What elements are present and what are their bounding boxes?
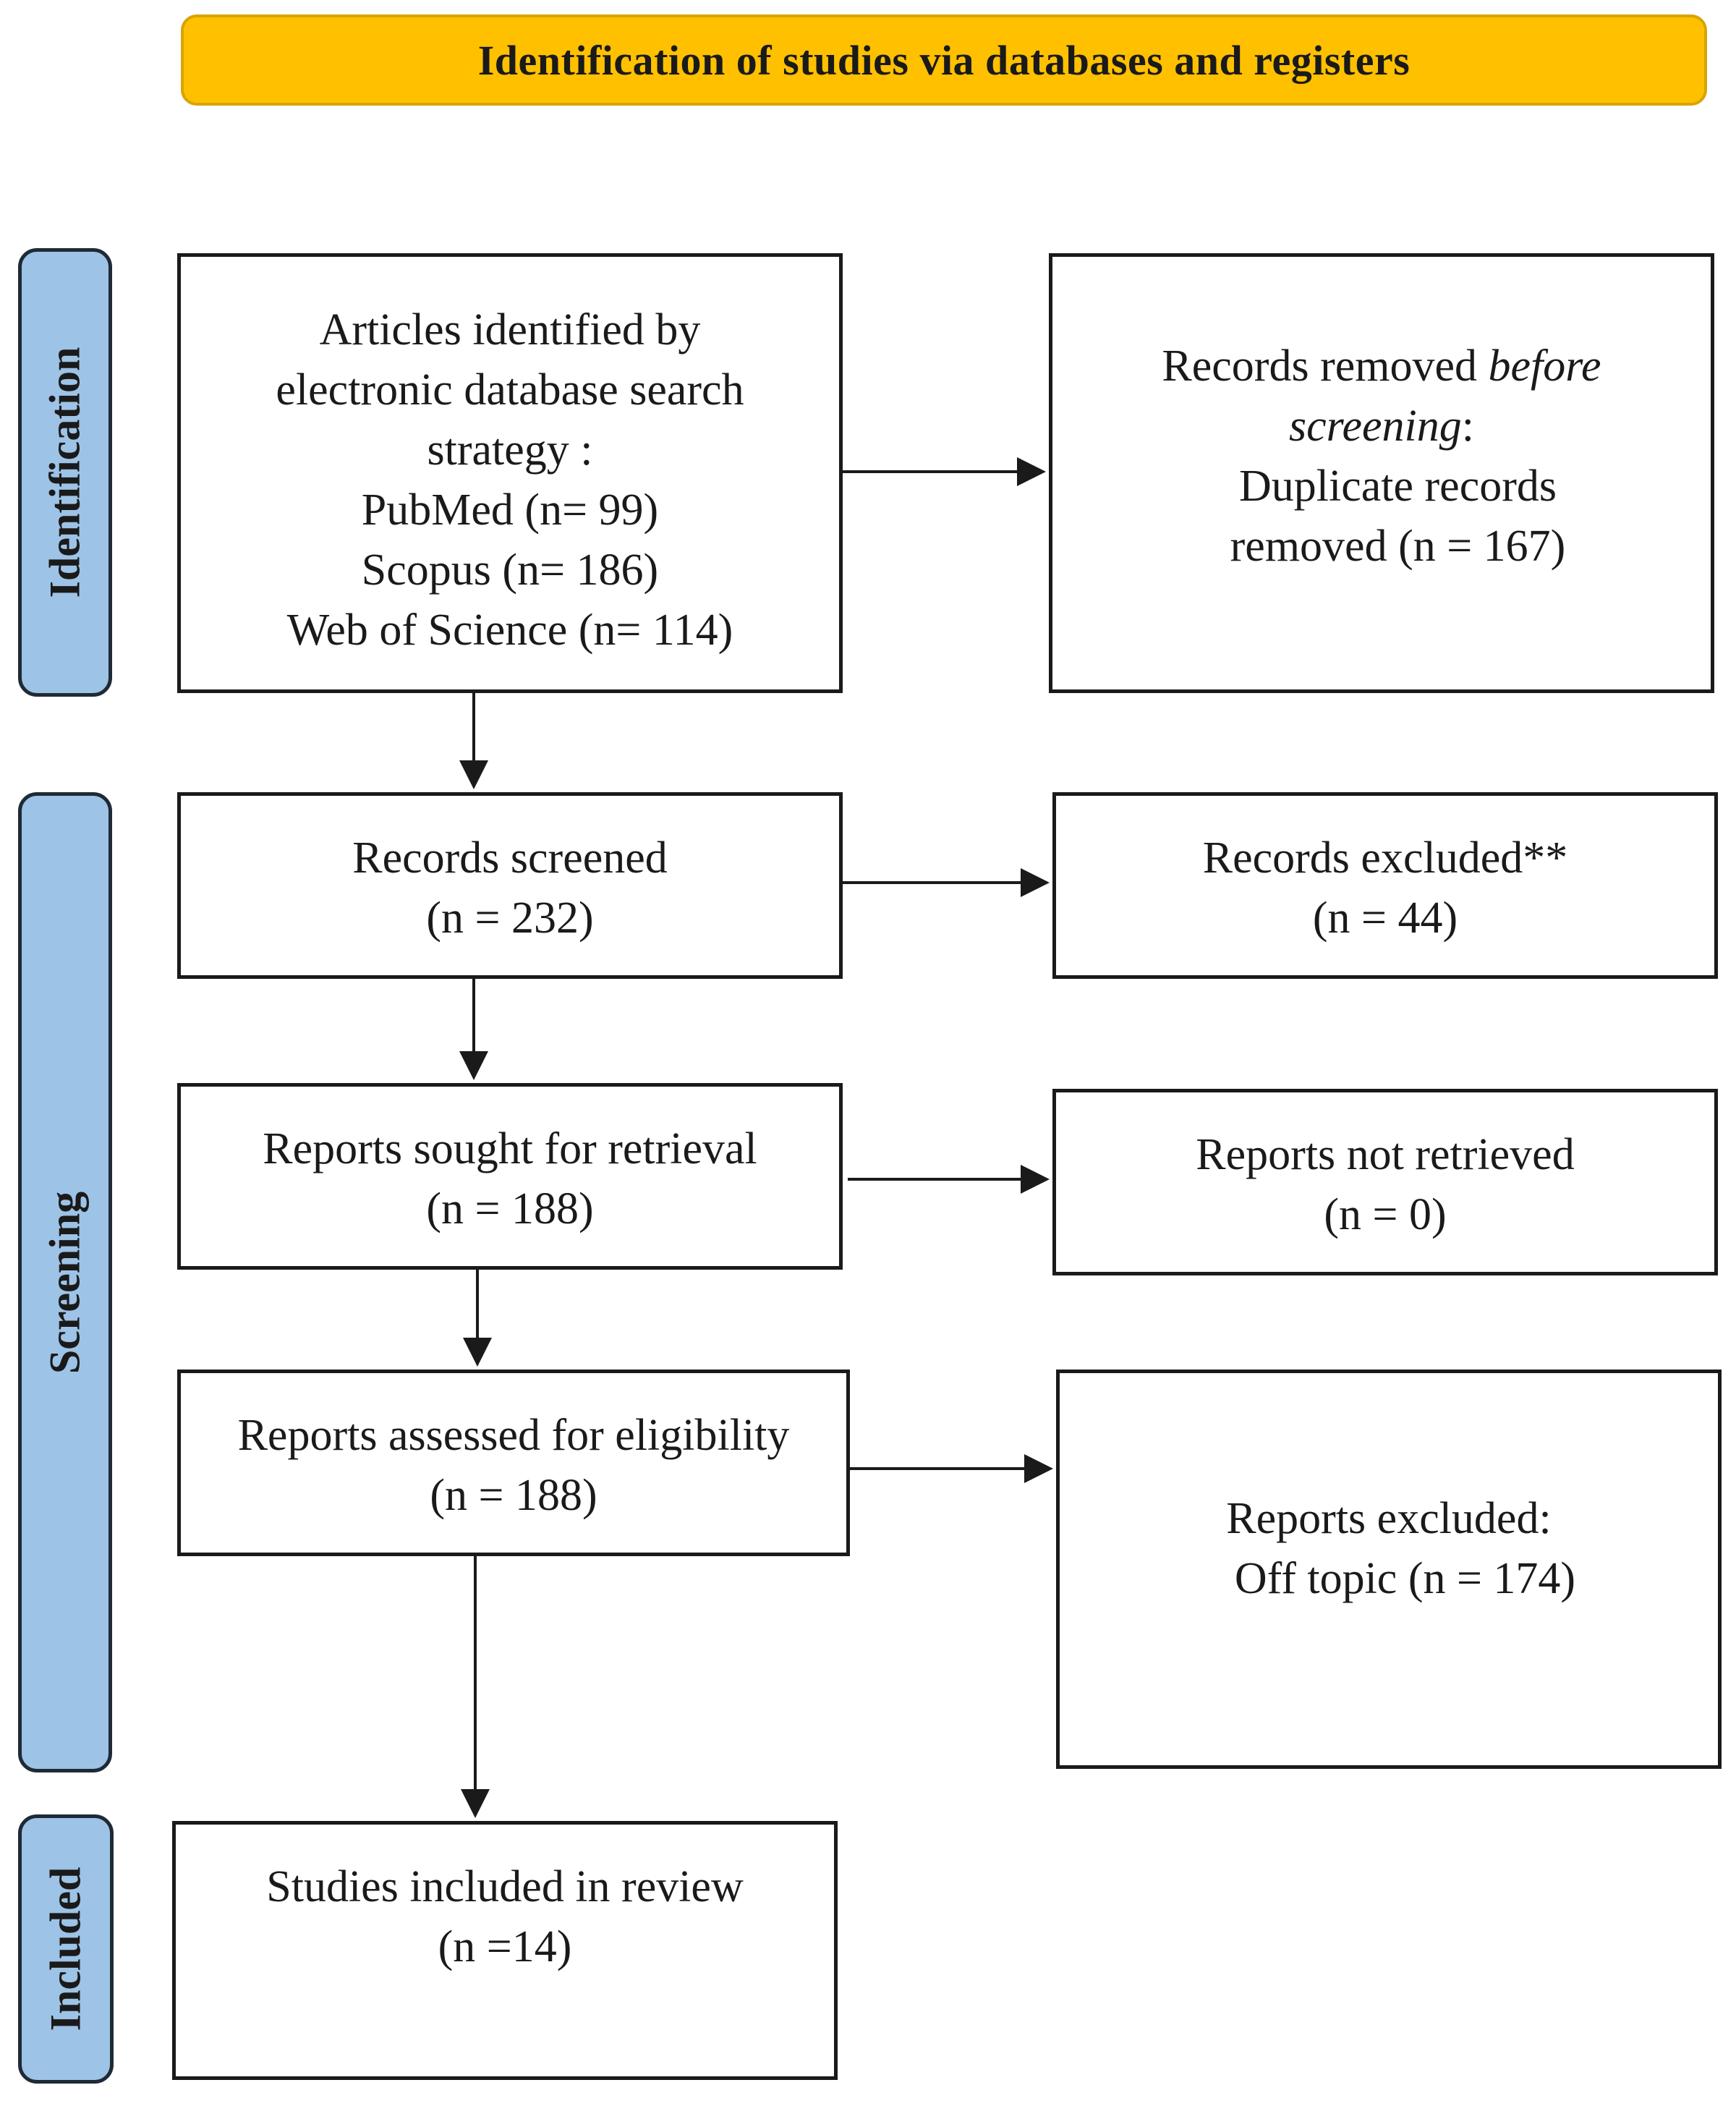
assessed-line-1: Reports assessed for eligibility xyxy=(237,1411,790,1460)
identified-line-2: electronic database search xyxy=(276,365,744,415)
assessed-line-2: (n = 188) xyxy=(430,1471,597,1520)
reports-sought-box: Reports sought for retrieval (n = 188) xyxy=(177,1083,843,1270)
identified-scopus: Scopus (n= 186) xyxy=(361,545,659,595)
reports-excluded-box: Reports excluded: Off topic (n = 174) xyxy=(1056,1370,1722,1769)
removed-line-1-italic: before xyxy=(1488,341,1601,391)
not-retrieved-line-1: Reports not retrieved xyxy=(1196,1130,1575,1179)
removed-line-2-italic: screening xyxy=(1289,402,1462,451)
excluded-records-line-1: Records excluded** xyxy=(1202,833,1568,883)
identified-web-of-science: Web of Science (n= 114) xyxy=(286,606,733,655)
removed-line-2: screening: xyxy=(1052,396,1711,457)
removed-line-3: Duplicate records xyxy=(1239,462,1557,511)
records-removed-box: Records removed before screening: Duplic… xyxy=(1049,253,1714,693)
identified-pubmed: PubMed (n= 99) xyxy=(361,485,659,535)
phase-identification: Identification xyxy=(18,248,112,697)
phase-included: Included xyxy=(18,1814,114,2084)
diagram-header: Identification of studies via databases … xyxy=(181,14,1707,106)
phase-screening-label: Screening xyxy=(41,1191,89,1374)
reports-assessed-box: Reports assessed for eligibility (n = 18… xyxy=(177,1370,850,1556)
records-excluded-box: Records excluded** (n = 44) xyxy=(1052,792,1718,979)
removed-line-2-suffix: : xyxy=(1461,402,1474,451)
identified-line-1: Articles identified by xyxy=(319,305,701,354)
studies-included-box: Studies included in review (n =14) xyxy=(172,1821,838,2080)
identified-records-box: Articles identified by electronic databa… xyxy=(177,253,843,693)
phase-included-label: Included xyxy=(41,1867,90,2031)
identified-line-3: strategy : xyxy=(427,425,593,475)
screened-line-1: Records screened xyxy=(352,833,668,883)
excluded-records-line-2: (n = 44) xyxy=(1312,893,1458,943)
reports-not-retrieved-box: Reports not retrieved (n = 0) xyxy=(1052,1089,1718,1275)
included-line-1: Studies included in review xyxy=(266,1862,744,1911)
screened-line-2: (n = 232) xyxy=(426,893,594,943)
removed-line-1-prefix: Records removed xyxy=(1162,341,1489,391)
removed-line-1: Records removed before xyxy=(1052,336,1711,396)
removed-line-4: removed (n = 167) xyxy=(1230,522,1566,571)
phase-identification-label: Identification xyxy=(41,347,89,598)
sought-line-2: (n = 188) xyxy=(426,1184,594,1234)
excluded-reports-line-1: Reports excluded: xyxy=(1226,1494,1552,1543)
phase-screening: Screening xyxy=(18,792,112,1772)
records-screened-box: Records screened (n = 232) xyxy=(177,792,843,979)
not-retrieved-line-2: (n = 0) xyxy=(1324,1190,1447,1239)
excluded-reports-line-2: Off topic (n = 174) xyxy=(1234,1554,1576,1603)
included-line-2: (n =14) xyxy=(438,1922,572,1971)
header-title: Identification of studies via databases … xyxy=(477,36,1410,84)
sought-line-1: Reports sought for retrieval xyxy=(263,1124,757,1173)
